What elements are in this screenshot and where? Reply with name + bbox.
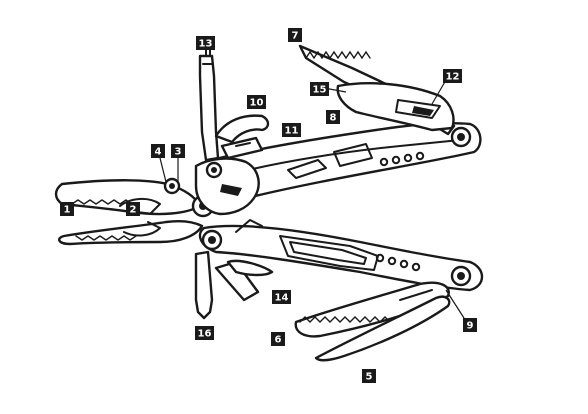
file-tool (336, 82, 455, 132)
callout-6: 6 (271, 332, 285, 346)
svg-text:6: 6 (275, 335, 282, 346)
svg-text:7: 7 (292, 31, 299, 42)
svg-text:4: 4 (155, 147, 162, 158)
callout-1: 1 (60, 202, 74, 216)
svg-text:10: 10 (250, 98, 264, 109)
svg-text:9: 9 (467, 321, 474, 332)
svg-text:14: 14 (275, 293, 289, 304)
callout-7: 7 (288, 28, 302, 42)
upper-handle (200, 122, 482, 207)
tool-block (194, 157, 260, 216)
lower-handle (198, 219, 484, 292)
svg-text:5: 5 (366, 372, 373, 383)
svg-text:3: 3 (175, 147, 182, 158)
callout-14: 14 (272, 290, 291, 304)
callout-4: 4 (151, 144, 165, 158)
callout-12: 12 (443, 69, 462, 83)
bottle-opener (220, 136, 264, 160)
screwdriver-bit-top (198, 43, 220, 162)
svg-text:12: 12 (446, 72, 460, 83)
svg-text:16: 16 (198, 329, 212, 340)
svg-text:11: 11 (285, 126, 299, 137)
callout-11: 11 (282, 123, 301, 137)
callout-16: 16 (195, 326, 214, 340)
callout-9: 9 (463, 318, 477, 332)
svg-text:13: 13 (199, 39, 213, 50)
can-opener (214, 259, 274, 302)
svg-text:2: 2 (130, 205, 137, 216)
callout-2: 2 (126, 202, 140, 216)
svg-text:15: 15 (313, 85, 327, 96)
straight-blade (314, 289, 451, 362)
callout-5: 5 (362, 369, 376, 383)
callout-13: 13 (196, 36, 215, 50)
svg-text:8: 8 (330, 113, 337, 124)
callout-15: 15 (310, 82, 329, 96)
callout-10: 10 (247, 95, 266, 109)
svg-text:1: 1 (64, 205, 71, 216)
cutting-hook (214, 114, 270, 144)
callout-8: 8 (326, 110, 340, 124)
screwdriver-bit-bottom (194, 250, 214, 320)
callout-3: 3 (171, 144, 185, 158)
